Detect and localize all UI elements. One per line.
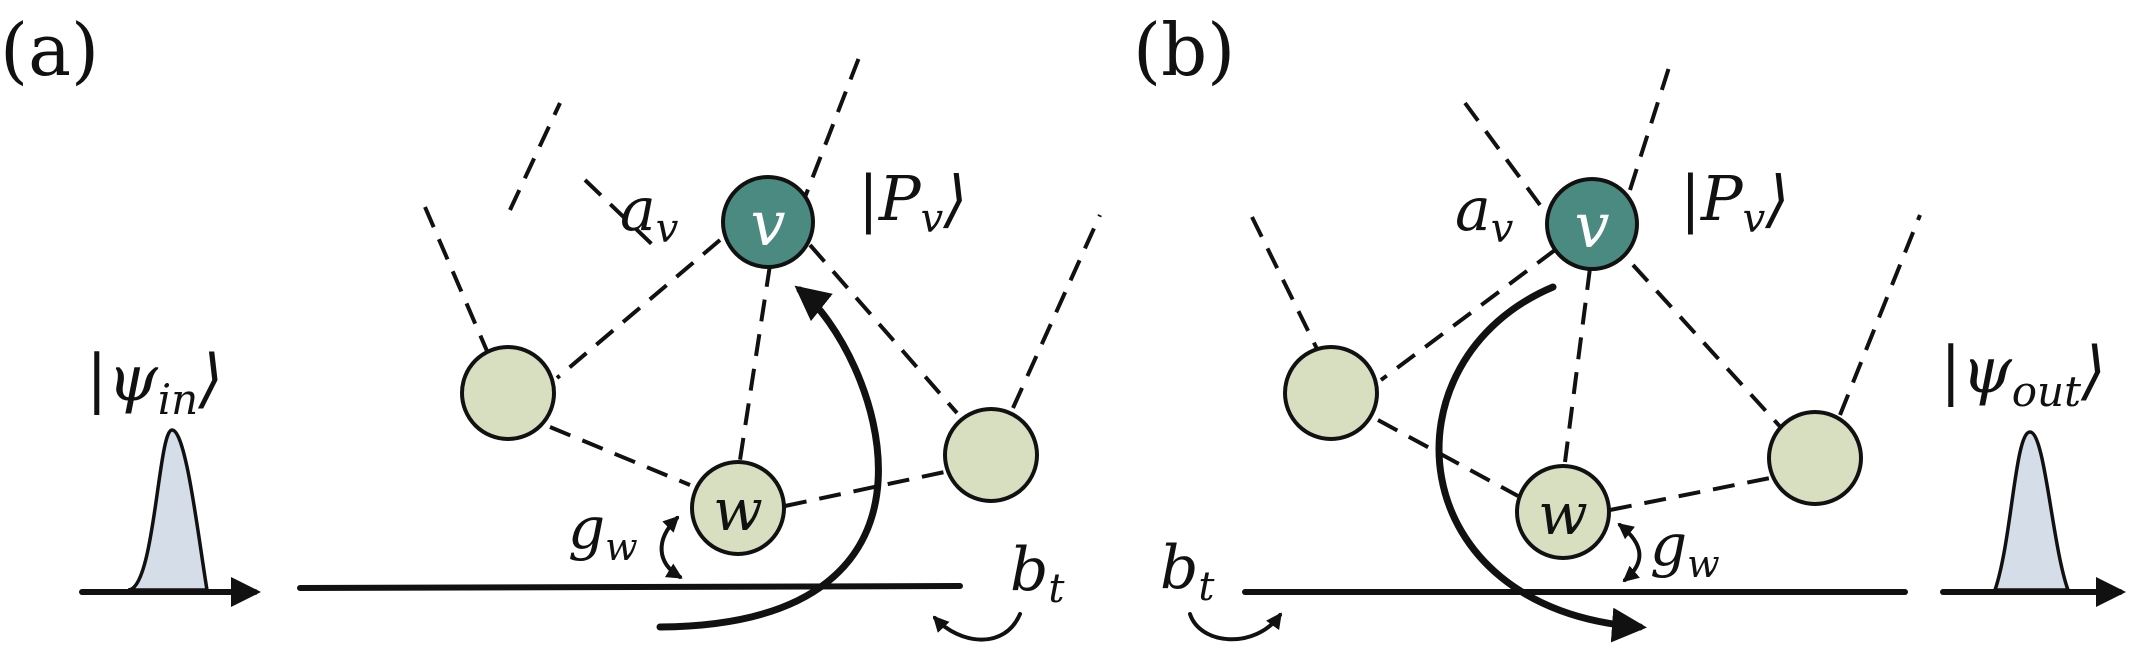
edge-v-upper-right-b (1628, 57, 1674, 191)
graph-node-right (943, 407, 1039, 503)
panel-b: (b) v w av | (1133, 8, 2126, 643)
edge-left-node-w (549, 425, 691, 487)
coupling-arrow-gw-b (1617, 522, 1642, 583)
panel-b-label: (b) (1133, 8, 1235, 92)
edge-v-upper-left (508, 102, 562, 211)
coupling-arrow-gw-a (659, 515, 683, 579)
amplitude-label-av: av (620, 175, 679, 252)
coupling-label-gw-b: gw (1650, 511, 1720, 586)
node-w-b (1515, 464, 1611, 560)
panel-b-graph-edges (1250, 57, 1922, 512)
edge-v-lower-left (583, 178, 662, 254)
edge-v-right-node-b (1631, 263, 1787, 434)
coupling-label-gw-a: gw (568, 494, 638, 569)
node-v (721, 175, 815, 269)
edge-v-left-node-b (1379, 248, 1557, 382)
edge-w-right-node (784, 468, 955, 508)
node-w (690, 460, 786, 556)
panel-a-label: (a) (0, 8, 99, 92)
edge-left-node-w-b (1377, 418, 1519, 498)
edge-right-node-outer-b (1838, 214, 1922, 416)
amplitude-label-av-b: av (1455, 175, 1514, 252)
panel-a: (a) v w a (0, 8, 1102, 642)
decay-arrow-bt-b (1188, 612, 1282, 642)
graph-node-left (460, 345, 556, 441)
input-state-label: |ψin⟩ (86, 342, 223, 424)
node-w-label: w (713, 476, 763, 544)
decay-arrow-bt-a (932, 612, 1022, 642)
edge-w-right-node-b (1609, 475, 1776, 512)
graph-node-right-b (1767, 410, 1863, 506)
edge-v-right-node (808, 243, 959, 415)
edge-v-w-b (1563, 267, 1592, 463)
transfer-arc-to-v (656, 285, 882, 631)
waveguide-label-bt-a: bt (1010, 535, 1065, 612)
node-w-label-b: w (1538, 480, 1588, 548)
edge-v-upper-right (798, 54, 862, 211)
node-v-label-b: v (1574, 189, 1609, 262)
output-wavepacket (1992, 430, 2071, 592)
panel-a-graph-edges (423, 54, 1102, 508)
graph-node-left-b (1283, 345, 1379, 441)
projector-label-pv: |Pv⟩ (858, 162, 967, 242)
edge-left-node-outer-b (1250, 216, 1322, 356)
input-wavepacket (127, 428, 210, 592)
edge-right-node-outer (1011, 214, 1102, 409)
output-state-label: |ψout⟩ (1940, 334, 2106, 416)
edge-left-node-outer (423, 206, 492, 359)
edge-v-w (738, 264, 772, 461)
transfer-arc-from-v (1435, 283, 1647, 643)
projector-label-pv-b: |Pv⟩ (1680, 162, 1789, 242)
node-v-b (1545, 177, 1639, 271)
node-v-label: v (750, 187, 785, 260)
waveguide-line-a (297, 583, 963, 591)
edge-v-left-node (555, 238, 722, 380)
edge-v-upper-left-b (1463, 101, 1542, 207)
waveguide-label-bt-b: bt (1160, 533, 1215, 610)
